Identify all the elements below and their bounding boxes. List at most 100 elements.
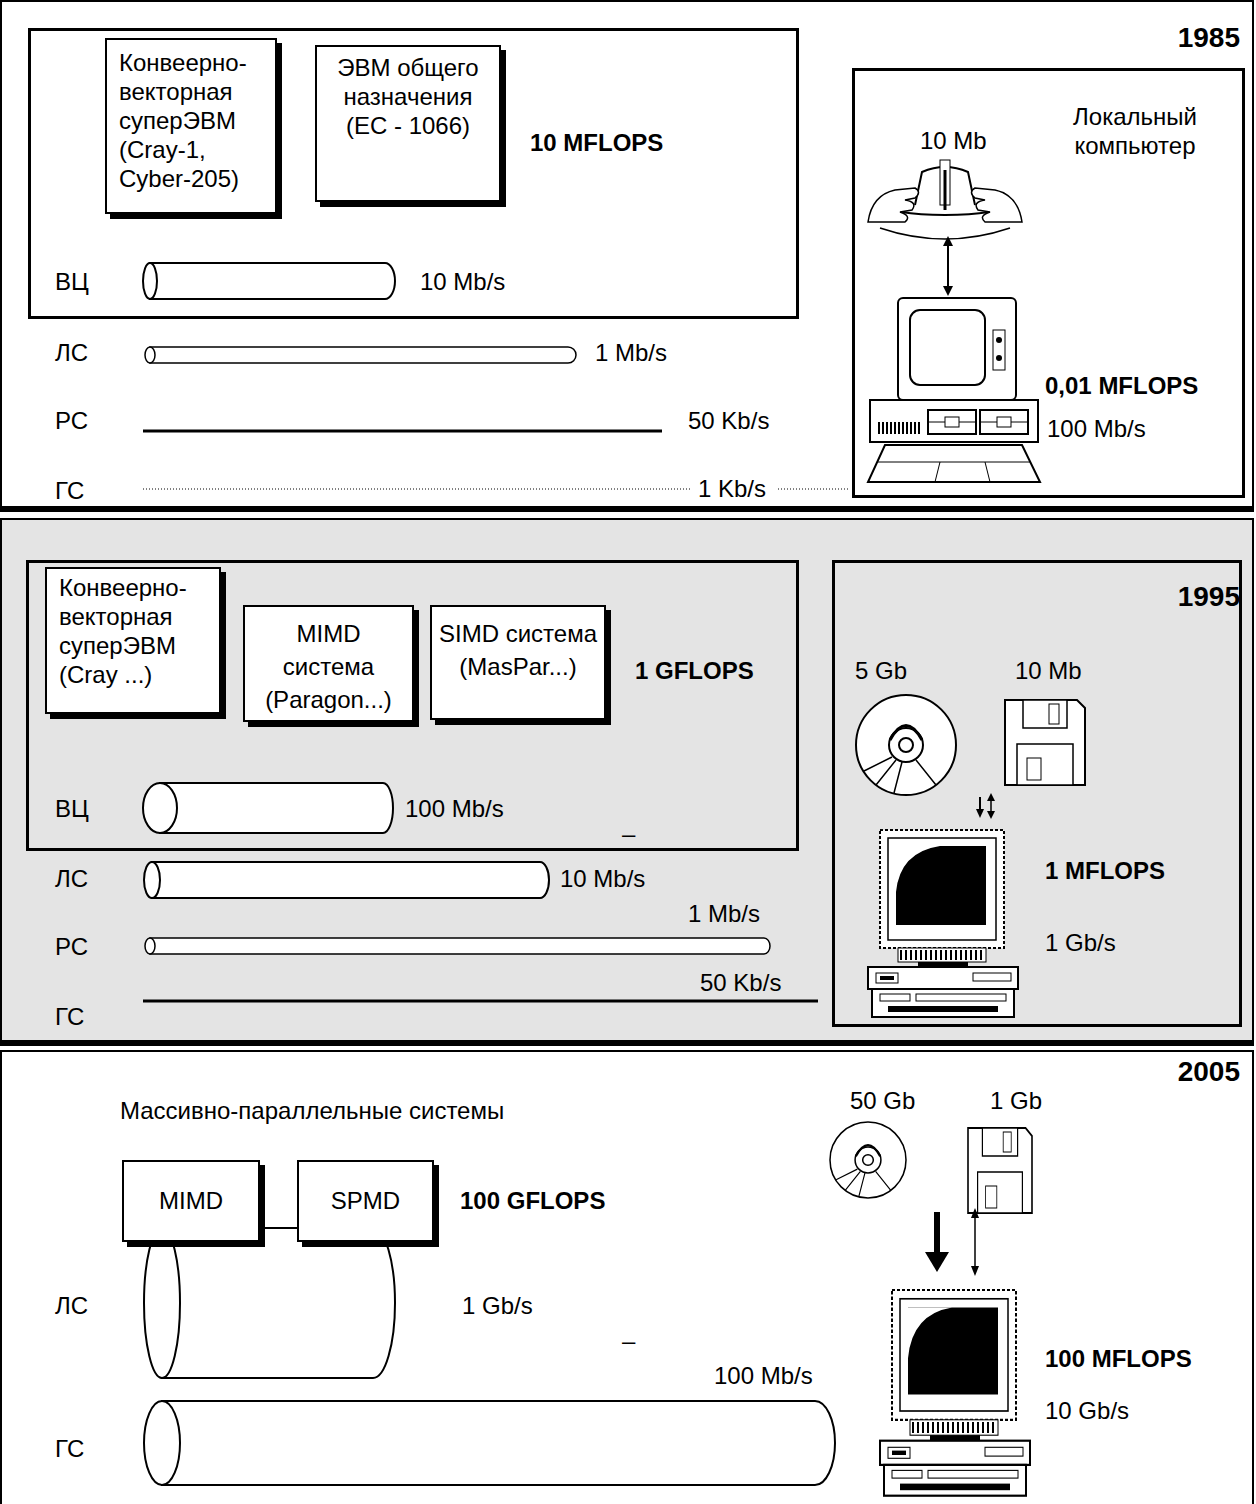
disk-pack-icon — [943, 236, 953, 246]
computer-box: Конвеерно-векторная суперЭВМ (Cray-1, Cy… — [105, 38, 277, 214]
bandwidth-label: 1 Kb/s — [698, 474, 766, 503]
computer-box: SIMD система (MasPar...) — [430, 605, 606, 720]
performance-label: 1 GFLOPS — [635, 656, 754, 685]
network-pipe — [143, 263, 157, 299]
computer-box: MIMD система (Paragon...) — [243, 605, 414, 722]
transfer-arrows — [971, 1208, 979, 1218]
network-pipe — [145, 938, 155, 954]
network-pipe — [145, 938, 770, 954]
bandwidth-label: 100 Mb/s — [714, 1361, 813, 1390]
terminal-icon — [996, 355, 1002, 361]
transfer-arrows — [979, 797, 981, 810]
disk-pack-icon — [943, 286, 953, 296]
era-panel: 1995 1 GFLOPS Конвеерно-векторная суперЭВМ… — [0, 518, 1254, 1042]
transfer-arrows — [934, 1212, 940, 1254]
network-line — [143, 430, 662, 433]
bandwidth-label: 10 Mb/s — [420, 267, 505, 296]
network-pipe — [143, 783, 393, 833]
transfer-arrows — [974, 1216, 976, 1268]
transfer-arrows — [987, 811, 995, 819]
performance-label: 100 GFLOPS — [460, 1186, 605, 1215]
network-name: ЛС — [55, 1291, 88, 1320]
network-pipe — [144, 1228, 395, 1378]
computer-label: Конвеерно-векторная суперЭВМ (Cray-1, Cy… — [119, 48, 263, 193]
network-name: ЛС — [55, 864, 88, 893]
capacity-label: 10 Mb — [1015, 656, 1082, 685]
capacity-label: 50 Gb — [850, 1086, 915, 1115]
bandwidth-label: 1 Gb/s — [1045, 928, 1116, 957]
local-computer-frame: 5 Gb 10 Mb 1 MFLOPS 1 Gb/s — [832, 560, 1242, 1027]
capacity-label: 5 Gb — [855, 656, 907, 685]
bandwidth-label: 50 Kb/s — [700, 968, 781, 997]
network-name: РС — [55, 406, 88, 435]
pc-icon — [880, 1290, 1030, 1496]
terminal-icon — [868, 445, 1040, 482]
computer-label: MIMD система (Paragon...) — [251, 617, 406, 716]
network-name: ЛС — [55, 338, 88, 367]
terminal-icon — [993, 330, 1005, 370]
computer-label: Конвеерно-векторная суперЭВМ (Cray ...) — [59, 573, 207, 689]
network-pipe — [150, 263, 395, 299]
terminal-icon — [996, 337, 1002, 343]
computer-label: SIMD система (MasPar...) — [438, 617, 598, 683]
performance-label: 1 MFLOPS — [1045, 856, 1165, 885]
performance-label: 10 MFLOPS — [530, 128, 663, 157]
network-pipe — [144, 862, 549, 898]
network-pipe — [144, 1228, 180, 1378]
network-name: ВЦ — [55, 794, 89, 823]
computer-label: ЭВМ общего назначения (ЕС - 1066) — [323, 53, 493, 140]
era-panel: 198510 MFLOPSКонвеерно-векторная суперЭВ… — [0, 0, 1254, 508]
bandwidth-label: 10 Gb/s — [1045, 1396, 1129, 1425]
network-name: РС — [55, 932, 88, 961]
cd-icon — [856, 695, 956, 795]
bandwidth-label: 1 Mb/s — [595, 338, 667, 367]
disk-pack-icon — [972, 188, 1023, 222]
network-pipe — [162, 1228, 395, 1378]
local-computer-frame: 10 MbЛокальный компьютер0,01 MFLOPS100 M… — [852, 68, 1245, 498]
terminal-icon — [910, 310, 985, 385]
transfer-arrows — [987, 793, 995, 801]
terminal-icon — [928, 410, 976, 434]
computer-label: MIMD — [130, 1186, 252, 1215]
network-name: ГС — [55, 476, 84, 505]
network-pipe — [152, 862, 549, 898]
network-pipe — [144, 1401, 180, 1485]
bandwidth-label: 1 Gb/s — [462, 1291, 533, 1320]
transfer-arrows — [971, 1266, 979, 1276]
network-line — [143, 1000, 818, 1003]
computer-box: SPMD — [297, 1160, 434, 1242]
dash-mark: – — [622, 1326, 635, 1355]
performance-label: 0,01 MFLOPS — [1045, 371, 1198, 400]
transfer-arrows — [925, 1252, 949, 1272]
bandwidth-label: 50 Kb/s — [688, 406, 769, 435]
terminal-icon — [980, 410, 1028, 434]
computer-box: MIMD — [122, 1160, 260, 1242]
capacity-label: 1 Gb — [990, 1086, 1042, 1115]
network-pipe — [162, 1401, 835, 1485]
terminal-icon — [985, 462, 990, 482]
network-pipe — [150, 347, 576, 363]
disk-pack-icon — [880, 228, 1010, 239]
transfer-arrows — [990, 800, 992, 812]
network-dotted-line — [143, 489, 690, 490]
disk-pack-icon — [868, 188, 919, 222]
network-pipe — [144, 1401, 835, 1485]
bandwidth-label: 10 Mb/s — [560, 864, 645, 893]
network-name: ВЦ — [55, 267, 89, 296]
computing-center-frame: 10 MFLOPS Конвеерно-векторная суперЭВМ (C… — [28, 28, 799, 319]
network-pipe — [160, 783, 393, 833]
transfer-arrows — [976, 809, 984, 818]
computer-box: ЭВМ общего назначения (ЕС - 1066) — [315, 45, 501, 202]
network-pipe — [143, 263, 395, 299]
network-pipe — [143, 783, 177, 833]
terminal-icon — [935, 462, 940, 482]
disk-pack-icon — [947, 244, 949, 288]
network-name: ГС — [55, 1002, 84, 1031]
year-label: 1995 — [1178, 580, 1240, 614]
terminal-icon — [870, 400, 1038, 442]
terminal-icon — [997, 417, 1011, 427]
network-pipe — [144, 862, 160, 898]
terminal-icon — [878, 462, 1030, 463]
network-pipe — [145, 347, 576, 363]
